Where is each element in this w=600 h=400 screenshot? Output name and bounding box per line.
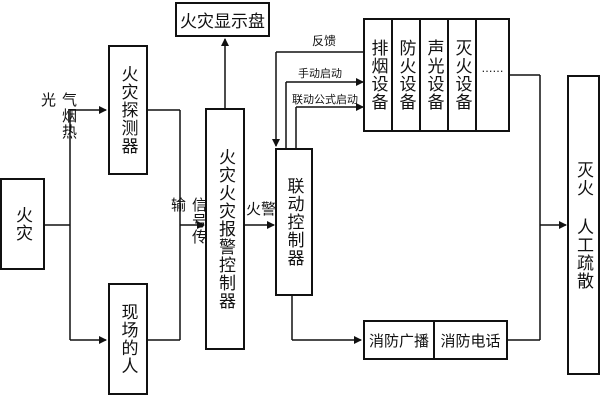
broadcast-node: 消防广播 bbox=[363, 320, 435, 360]
label-fire-alarm: 火警 bbox=[246, 200, 277, 218]
extinguishing-equipment-node: 灭火设备 bbox=[447, 18, 477, 132]
fire-prevention-equipment-node: 防火设备 bbox=[391, 18, 421, 132]
more-equipment-node: …… bbox=[475, 18, 510, 132]
telephone-node: 消防电话 bbox=[433, 320, 508, 360]
fire-node: 火灾 bbox=[0, 178, 45, 270]
fire-detector-node: 火灾探测器 bbox=[108, 45, 148, 175]
evacuation-node: 灭火 人工疏散 bbox=[567, 75, 600, 375]
label-linkage-start: 联动公式启动 bbox=[292, 93, 358, 106]
sound-light-equipment-node: 声光设备 bbox=[419, 18, 449, 132]
smoke-exhaust-equipment-node: 排烟设备 bbox=[363, 18, 393, 132]
alarm-controller-node: 火灾火灾报警控制器 bbox=[205, 108, 245, 350]
linkage-controller-node: 联动控制器 bbox=[275, 148, 313, 296]
more-equipment-ellipsis: …… bbox=[481, 62, 504, 75]
label-smoke-heat-light: 气烟热光 bbox=[39, 92, 78, 140]
label-feedback: 反馈 bbox=[312, 34, 337, 48]
label-manual-start: 手动启动 bbox=[298, 67, 342, 80]
display-panel-node: 火灾显示盘 bbox=[175, 2, 270, 37]
label-signal-transmission: 信号传输 bbox=[169, 197, 208, 245]
on-site-people-node: 现场的人 bbox=[108, 283, 148, 395]
